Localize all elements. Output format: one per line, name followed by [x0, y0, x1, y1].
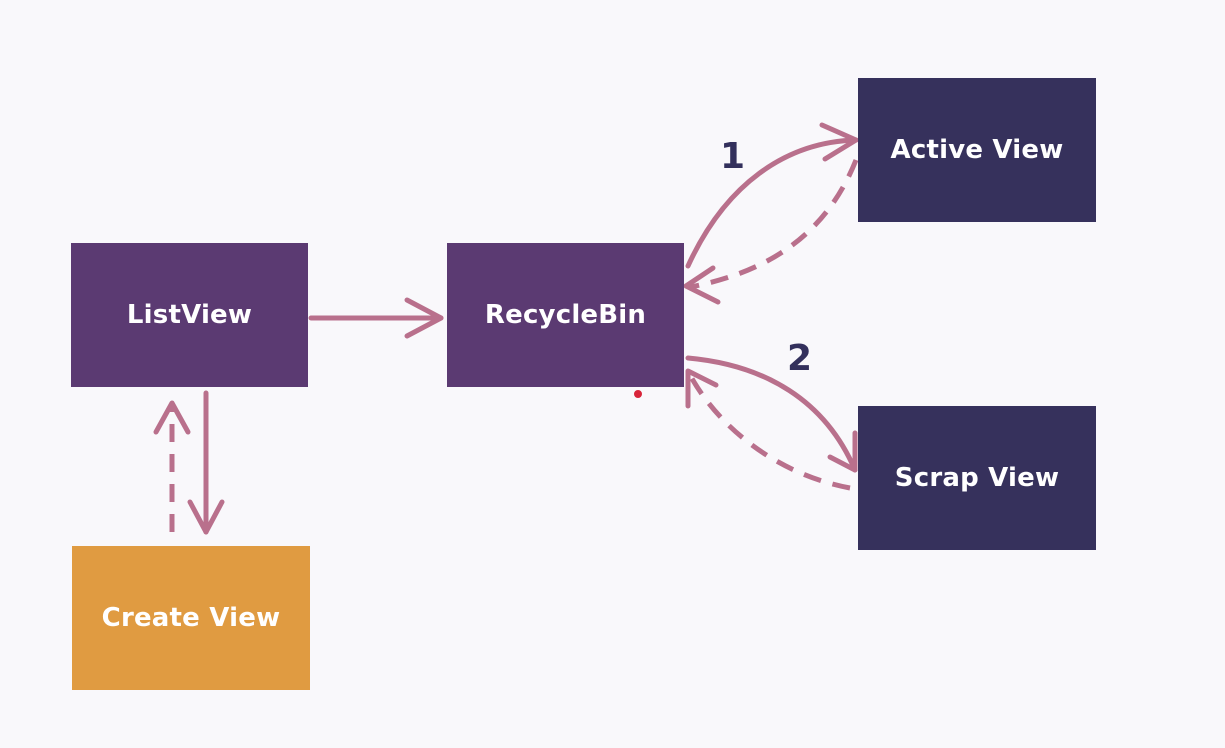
edge-recyclebin-to-scrap-view — [685, 355, 858, 473]
create-view-label: Create View — [101, 603, 281, 633]
recyclebin-label: RecycleBin — [484, 300, 647, 330]
scrap-view-label: Scrap View — [894, 463, 1060, 493]
edge-active-view-to-recyclebin — [683, 159, 859, 305]
step-1-label: 1 — [720, 136, 746, 177]
edge-listview-to-recyclebin — [308, 297, 444, 339]
active-view-node: Active View — [858, 78, 1096, 222]
create-view-node: Create View — [72, 546, 310, 690]
listview-label: ListView — [126, 300, 253, 330]
step-2-label: 2 — [787, 338, 813, 379]
cursor-dot — [634, 390, 642, 398]
listview-node: ListView — [71, 243, 308, 387]
edge-listview-to-create-view — [187, 390, 225, 535]
edge-scrap-view-to-recyclebin — [685, 368, 851, 491]
edge-create-view-to-listview — [153, 400, 191, 532]
edge-recyclebin-to-active-view — [685, 122, 859, 269]
active-view-label: Active View — [890, 135, 1064, 165]
scrap-view-node: Scrap View — [858, 406, 1096, 550]
recyclebin-node: RecycleBin — [447, 243, 684, 387]
